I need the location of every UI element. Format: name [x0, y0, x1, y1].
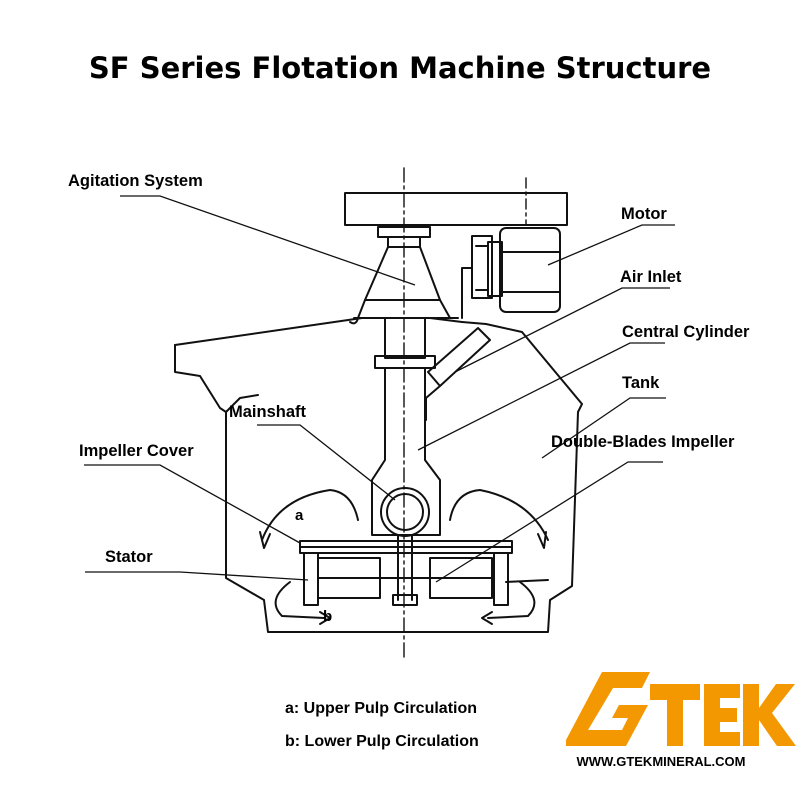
leader-central-cylinder [417, 342, 665, 451]
logo-letter-e [704, 684, 740, 746]
leader-impeller-cover [84, 464, 301, 544]
legend-upper-circulation: a: Upper Pulp Circulation [285, 700, 477, 717]
leader-stator [85, 571, 309, 581]
logo-url: WWW.GTEKMINERAL.COM [577, 754, 746, 769]
label-a: a [295, 507, 304, 524]
leader-double-blades-impeller [435, 461, 663, 583]
diagram-title: SF Series Flotation Machine Structure [89, 51, 711, 85]
label-mainshaft: Mainshaft [229, 403, 307, 421]
label-b: b [323, 608, 332, 625]
stator-assembly [299, 540, 513, 606]
label-impeller-cover: Impeller Cover [79, 442, 194, 460]
leader-air-inlet [454, 287, 670, 373]
label-motor: Motor [621, 205, 667, 223]
label-tank: Tank [622, 374, 660, 392]
air-inlet-pipe [425, 327, 491, 421]
leader-mainshaft [257, 424, 396, 501]
label-air-inlet: Air Inlet [620, 268, 682, 286]
leader-motor [547, 224, 675, 266]
legend-lower-circulation: b: Lower Pulp Circulation [285, 733, 479, 750]
label-central-cylinder: Central Cylinder [622, 323, 750, 341]
top-frame [344, 192, 568, 226]
leader-agitation-system [120, 195, 416, 286]
motor-body [461, 227, 561, 319]
lower-circulation-arrows [274, 579, 549, 625]
part-labels: Agitation System Motor Air Inlet Central… [68, 172, 750, 625]
machine-drawing [174, 167, 583, 659]
logo-letter-k [743, 684, 796, 746]
logo-g-mark [566, 672, 650, 746]
label-stator: Stator [105, 548, 153, 566]
logo-letter-t [650, 684, 700, 746]
leader-lines [84, 195, 675, 583]
label-agitation-system: Agitation System [68, 172, 203, 190]
upper-circulation-arrows [259, 489, 549, 549]
leader-tank [541, 397, 666, 459]
gtek-logo: WWW.GTEKMINERAL.COM [566, 672, 796, 769]
tank-outline [174, 317, 583, 633]
label-double-blades-impeller: Double-Blades Impeller [551, 433, 735, 451]
legend: a: Upper Pulp Circulation b: Lower Pulp … [285, 700, 479, 750]
